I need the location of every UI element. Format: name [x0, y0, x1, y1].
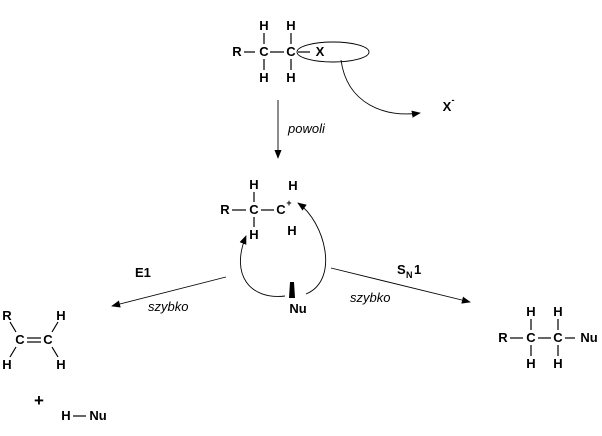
- sn1-label: S N 1: [397, 262, 421, 280]
- reactant-r: R: [232, 44, 242, 59]
- reactant-h: H: [286, 18, 295, 33]
- reactant-molecule: R C C X H H H H: [232, 18, 370, 85]
- reactant-c2: C: [286, 44, 296, 59]
- bond-highlight-ellipse: [296, 41, 370, 63]
- reactant-h: H: [286, 70, 295, 85]
- bond: [9, 321, 17, 333]
- carbocation-molecule: R C C + H H H H: [220, 177, 297, 242]
- alkene-c2: C: [43, 332, 53, 347]
- byproduct-nu: Nu: [89, 408, 106, 423]
- carbocation-h: H: [288, 178, 297, 193]
- reactant-h: H: [259, 18, 268, 33]
- nucleophile-label: Nu: [289, 301, 306, 316]
- alkene-r: R: [2, 308, 12, 323]
- carbocation-r: R: [220, 202, 230, 217]
- alkene-h: H: [56, 308, 65, 323]
- lone-pair-wedge: [289, 282, 295, 298]
- sn1-product-h: H: [526, 304, 535, 319]
- sn1-label-s: S: [397, 262, 406, 277]
- step1-label: powoli: [287, 121, 326, 136]
- sn1-rate: szybko: [350, 290, 390, 305]
- bond: [51, 321, 59, 333]
- sn1-arrow: [330, 267, 471, 304]
- carbocation-h: H: [249, 177, 258, 192]
- leaving-group-x: X: [443, 99, 452, 114]
- alkene-product: R H C C H H: [2, 308, 65, 372]
- e1-arrow: [111, 276, 227, 308]
- sn1-product-c1: C: [526, 330, 536, 345]
- e1-curved-arrow: [239, 235, 286, 297]
- sn1-product-nu: Nu: [580, 330, 597, 345]
- leaving-group-charge: -: [452, 95, 455, 105]
- carbocation-h: H: [249, 227, 258, 242]
- carbocation-c2: C: [276, 202, 286, 217]
- sn1-product-h: H: [553, 304, 562, 319]
- reactant-c1: C: [259, 44, 269, 59]
- reactant-x: X: [316, 44, 325, 59]
- sn1-curved-arrow: [297, 202, 327, 295]
- sn1-product: R C C Nu H H H H: [498, 304, 597, 371]
- sn1-product-r: R: [498, 330, 508, 345]
- alkene-c1: C: [15, 332, 25, 347]
- leaving-group: X -: [443, 95, 455, 114]
- sn1-product-c2: C: [553, 330, 563, 345]
- plus-sign: +: [34, 391, 44, 410]
- alkene-h: H: [2, 357, 11, 372]
- e1-label: E1: [135, 265, 151, 280]
- nucleophile: Nu: [289, 282, 307, 316]
- sn1-label-subscript: N: [406, 270, 413, 280]
- carbocation-c1: C: [249, 202, 259, 217]
- alkene-h: H: [56, 357, 65, 372]
- reactant-h: H: [259, 70, 268, 85]
- byproduct-h-nu: H Nu: [61, 408, 106, 423]
- e1-rate: szybko: [148, 299, 188, 314]
- carbocation-charge: +: [286, 198, 291, 208]
- sn1-product-h: H: [526, 356, 535, 371]
- leaving-group-curved-arrow: [340, 59, 421, 118]
- sn1-product-h: H: [553, 356, 562, 371]
- byproduct-h: H: [61, 408, 70, 423]
- sn1-label-number: 1: [414, 262, 421, 277]
- carbocation-h: H: [287, 223, 296, 238]
- bond: [51, 346, 59, 358]
- bond: [9, 346, 17, 358]
